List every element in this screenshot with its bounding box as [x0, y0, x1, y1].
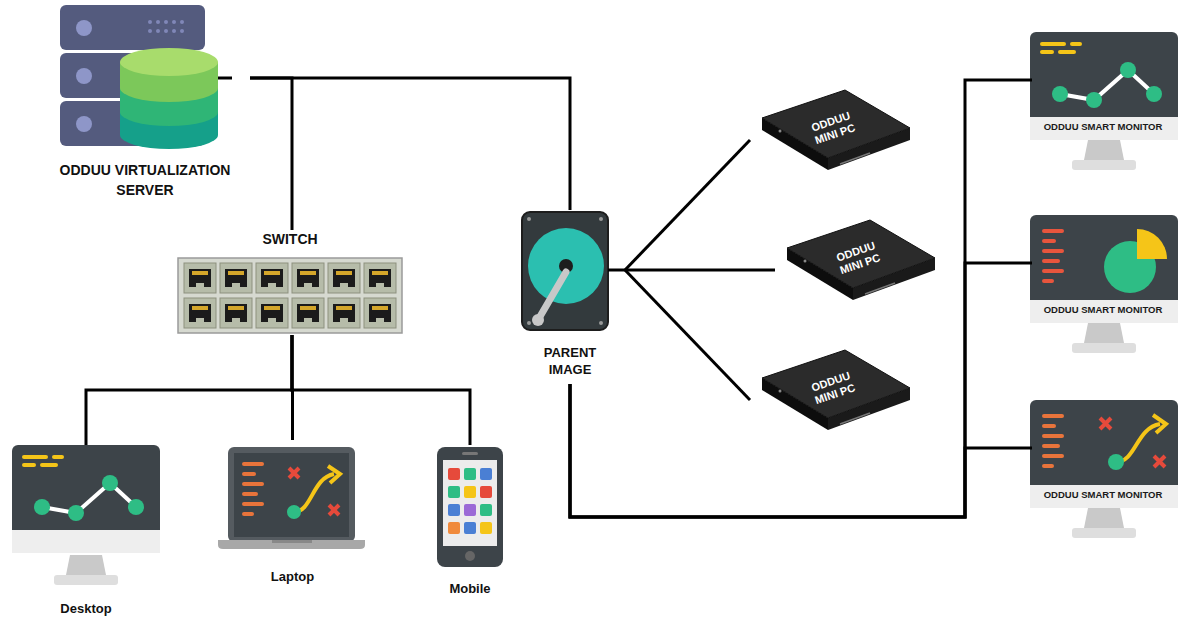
node-label: ODDUU MINI PC — [824, 235, 891, 280]
mini-pc-icon — [787, 220, 935, 300]
disk-icon — [522, 212, 628, 330]
mini-pc-node: ODDUU MINI PC — [750, 345, 915, 430]
laptop-icon — [218, 447, 365, 549]
device-node: Mobile — [430, 445, 510, 597]
connector-line — [86, 335, 292, 445]
switch-icon — [178, 258, 402, 333]
connector-line — [570, 263, 1022, 517]
monitor-icon — [1030, 400, 1178, 538]
node-label: ODDUU VIRTUALIZATION SERVER — [45, 160, 245, 200]
node-label: ODDUU SMART MONITOR — [1044, 121, 1163, 133]
connector-line — [625, 270, 750, 400]
server-icon — [60, 5, 232, 149]
node-label: ODDUU MINI PC — [799, 105, 866, 150]
connector-line — [570, 80, 1022, 517]
connector-line — [625, 269, 775, 272]
connector-line — [292, 335, 470, 445]
node-label: ODDUU SMART MONITOR — [1044, 489, 1163, 501]
connector-line — [250, 78, 292, 230]
monitor-icon — [1030, 32, 1178, 170]
desktop-icon — [12, 445, 160, 585]
image-node: PARENT IMAGE — [515, 210, 625, 378]
node-label: Desktop — [60, 601, 111, 617]
monitor-node: ODDUU SMART MONITOR — [1022, 213, 1184, 358]
connector-line — [625, 140, 750, 270]
node-label: ODDUU MINI PC — [799, 365, 866, 410]
monitor-node: ODDUU SMART MONITOR — [1022, 398, 1184, 543]
node-label: Laptop — [271, 569, 314, 585]
server-node: ODDUU VIRTUALIZATION SERVER — [40, 5, 250, 200]
device-node: Desktop — [10, 445, 162, 617]
mini-pc-icon — [762, 90, 910, 170]
mini-pc-node: ODDUU MINI PC — [775, 215, 940, 300]
switch-node: SWITCH — [175, 230, 405, 335]
mini-pc-icon — [762, 350, 910, 430]
node-label: ODDUU SMART MONITOR — [1044, 304, 1163, 316]
node-label: SWITCH — [262, 230, 317, 248]
connector-line — [250, 78, 570, 210]
monitor-node: ODDUU SMART MONITOR — [1022, 30, 1184, 175]
monitor-icon — [1030, 215, 1178, 353]
node-label: PARENT IMAGE — [528, 344, 612, 378]
node-label: Mobile — [449, 581, 490, 597]
mini-pc-node: ODDUU MINI PC — [750, 85, 915, 170]
mobile-icon — [437, 447, 503, 567]
device-node: Laptop — [215, 440, 370, 585]
